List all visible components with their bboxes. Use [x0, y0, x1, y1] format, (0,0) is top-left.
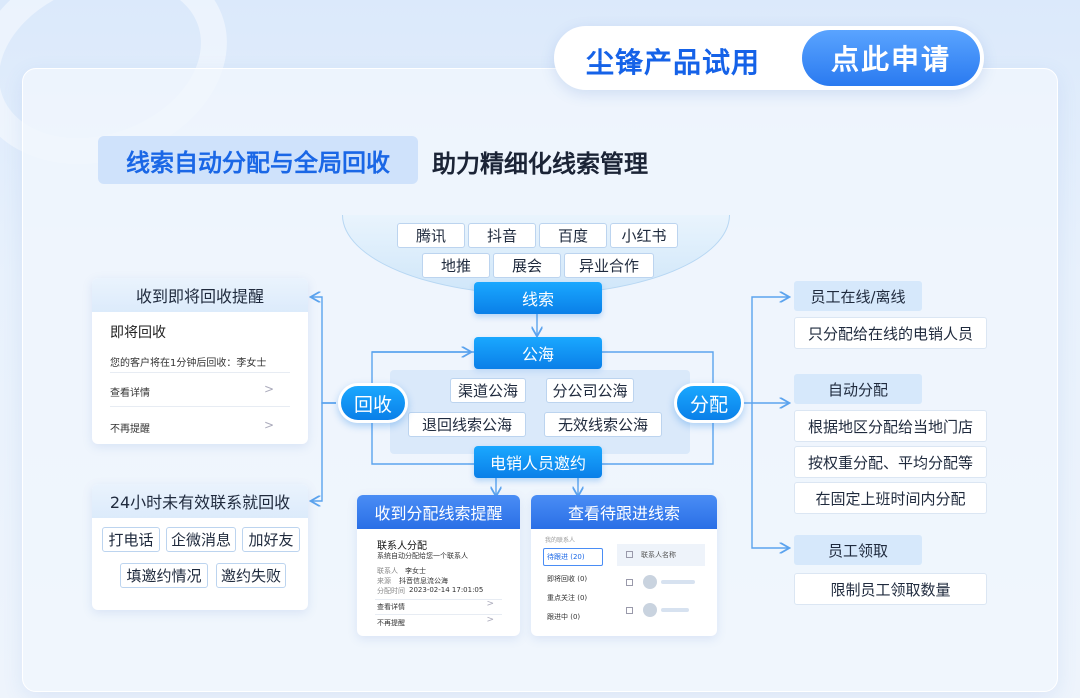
filter-item[interactable]: 重点关注 (0) — [547, 594, 588, 602]
chevron-right-icon: > — [263, 382, 274, 396]
auto-assign-rule: 按权重分配、平均分配等 — [794, 446, 987, 478]
online-body: 只分配给在线的电销人员 — [794, 317, 987, 349]
time-value: 2023-02-14 17:01:05 — [409, 586, 484, 594]
rule-tag: 加好友 — [242, 527, 300, 552]
source-label: 来源 — [377, 577, 391, 585]
source-chip: 百度 — [539, 223, 607, 248]
claim-body: 限制员工领取数量 — [794, 573, 987, 605]
contact-name-header: 联系人名称 — [641, 551, 676, 559]
auto-assign-rule: 在固定上班时间内分配 — [794, 482, 987, 514]
pool-node: 公海 — [474, 337, 602, 369]
chevron-right-icon: > — [486, 615, 494, 625]
divider — [110, 372, 290, 373]
blurred-name — [661, 608, 689, 612]
divider — [375, 614, 502, 615]
heading-highlight: 线索自动分配与全局回收 — [98, 136, 418, 184]
source-chip: 小红书 — [610, 223, 678, 248]
source-chip: 腾讯 — [397, 223, 465, 248]
rule-tag: 企微消息 — [166, 527, 236, 552]
card-header: 收到分配线索提醒 — [357, 495, 520, 529]
rule-tag: 邀约失败 — [216, 563, 286, 588]
trial-cta[interactable]: 尘锋产品试用 点此申请 — [554, 26, 984, 90]
filter-item[interactable]: 待跟进 (20) — [547, 553, 585, 561]
auto-assign-rule: 根据地区分配给当地门店 — [794, 410, 987, 442]
assign-node: 分配 — [674, 383, 744, 423]
divider — [110, 406, 290, 407]
recycle-node: 回收 — [338, 383, 408, 423]
divider — [375, 599, 502, 600]
pool-chip: 分公司公海 — [546, 378, 634, 403]
online-header: 员工在线/离线 — [794, 281, 922, 311]
list-header — [617, 544, 705, 566]
pool-chip: 渠道公海 — [450, 378, 526, 403]
my-contacts-label: 我的联系人 — [545, 537, 576, 544]
auto-assign-header: 自动分配 — [794, 374, 922, 404]
mute-link[interactable]: 不再提醒 — [110, 424, 150, 435]
contact-label: 联系人 — [377, 567, 398, 575]
contact-value: 李女士 — [405, 567, 426, 575]
select-all-checkbox[interactable] — [626, 551, 633, 558]
claim-header: 员工领取 — [794, 535, 922, 565]
source-chip: 展会 — [493, 253, 561, 278]
card-message: 您的客户将在1分钟后回收：李女士 — [110, 358, 267, 369]
card-title: 联系人分配 — [377, 541, 427, 552]
card-header: 查看待跟进线索 — [531, 495, 717, 529]
card-header: 收到即将回收提醒 — [92, 278, 308, 312]
chevron-right-icon: > — [486, 599, 494, 609]
selected-filter[interactable] — [543, 548, 603, 566]
filter-item[interactable]: 即将回收 (0) — [547, 575, 588, 583]
recall-reminder-card: 收到即将回收提醒 即将回收 您的客户将在1分钟后回收：李女士 查看详情 > 不再… — [92, 278, 308, 444]
card-header: 24小时未有效联系就回收 — [92, 484, 308, 518]
pool-chip: 无效线索公海 — [544, 412, 662, 437]
source-value: 抖音信息流公海 — [399, 577, 448, 585]
blurred-name — [661, 580, 695, 584]
apply-button[interactable]: 点此申请 — [802, 30, 980, 86]
view-detail-link[interactable]: 查看详情 — [377, 603, 405, 611]
avatar — [643, 603, 657, 617]
view-detail-link[interactable]: 查看详情 — [110, 388, 150, 399]
source-chip: 异业合作 — [564, 253, 654, 278]
avatar — [643, 575, 657, 589]
recycle-rule-card: 24小时未有效联系就回收 打电话 企微消息 加好友 填邀约情况 邀约失败 — [92, 484, 308, 610]
source-chip: 抖音 — [468, 223, 536, 248]
trial-label[interactable]: 尘锋产品试用 — [586, 46, 761, 79]
card-desc: 系统自动分配给您一个联系人 — [377, 552, 468, 560]
heading-sub: 助力精细化线索管理 — [432, 150, 648, 178]
time-label: 分配时间 — [377, 587, 405, 595]
mute-link[interactable]: 不再提醒 — [377, 619, 405, 627]
pool-chip: 退回线索公海 — [408, 412, 526, 437]
leads-node: 线索 — [474, 282, 602, 314]
row-checkbox[interactable] — [626, 607, 633, 614]
assign-reminder-card: 收到分配线索提醒 联系人分配 系统自动分配给您一个联系人 联系人 李女士 来源 … — [357, 495, 520, 636]
source-chip: 地推 — [422, 253, 490, 278]
row-checkbox[interactable] — [626, 579, 633, 586]
filter-item[interactable]: 跟进中 (0) — [547, 613, 581, 621]
followup-card: 查看待跟进线索 我的联系人 待跟进 (20) 即将回收 (0) 重点关注 (0)… — [531, 495, 717, 636]
card-title: 即将回收 — [110, 325, 166, 341]
chevron-right-icon: > — [263, 418, 274, 432]
rule-tag: 填邀约情况 — [120, 563, 208, 588]
sales-invite-node: 电销人员邀约 — [474, 446, 602, 478]
rule-tag: 打电话 — [102, 527, 160, 552]
